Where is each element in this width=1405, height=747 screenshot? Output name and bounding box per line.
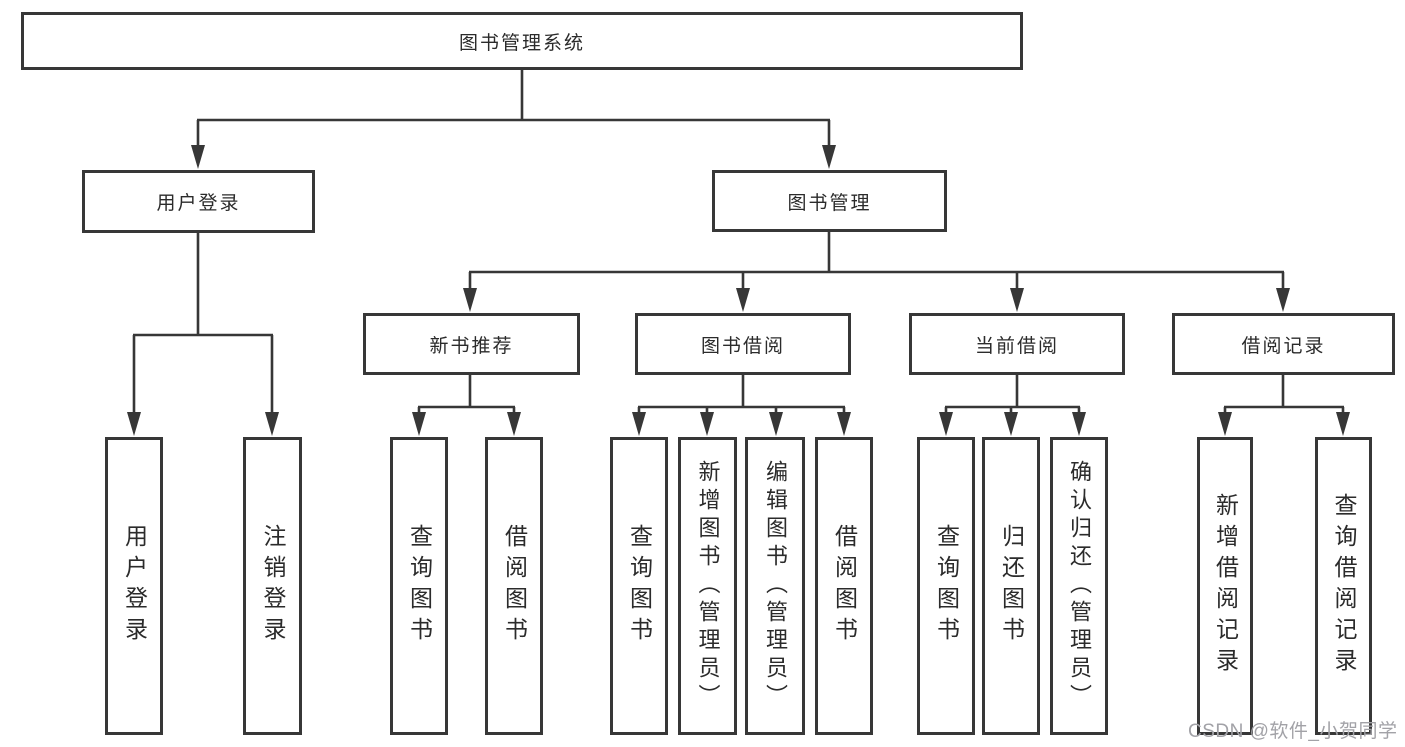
leaf-borrow-query-book: 查询图书 [610, 437, 668, 735]
leaf-current-confirm-return-admin: 确认归还（管理员） [1050, 437, 1108, 735]
leaf-record-query-borrow-record: 查询借阅记录 [1315, 437, 1372, 735]
leaf-newbook-query-book: 查询图书 [390, 437, 448, 735]
leaf-current-query-book: 查询图书 [917, 437, 975, 735]
node-current-borrow: 当前借阅 [909, 313, 1125, 375]
node-borrow-record: 借阅记录 [1172, 313, 1395, 375]
node-book-borrow: 图书借阅 [635, 313, 851, 375]
leaf-record-add-borrow-record: 新增借阅记录 [1197, 437, 1253, 735]
node-user-login: 用户登录 [82, 170, 315, 233]
leaf-borrow-edit-book-admin: 编辑图书（管理员） [745, 437, 805, 735]
watermark: CSDN @软件_小贺同学 [1188, 721, 1398, 742]
connector-lines [132, 70, 1345, 415]
leaf-user-login: 用户登录 [105, 437, 163, 735]
leaf-logout: 注销登录 [243, 437, 302, 735]
node-new-book-recommend: 新书推荐 [363, 313, 580, 375]
leaf-borrow-add-book-admin: 新增图书（管理员） [678, 437, 737, 735]
node-root-library-management-system: 图书管理系统 [21, 12, 1023, 70]
leaf-current-return-book: 归还图书 [982, 437, 1040, 735]
leaf-newbook-borrow-book: 借阅图书 [485, 437, 543, 735]
node-book-management: 图书管理 [712, 170, 947, 232]
leaf-borrow-borrow-book: 借阅图书 [815, 437, 873, 735]
